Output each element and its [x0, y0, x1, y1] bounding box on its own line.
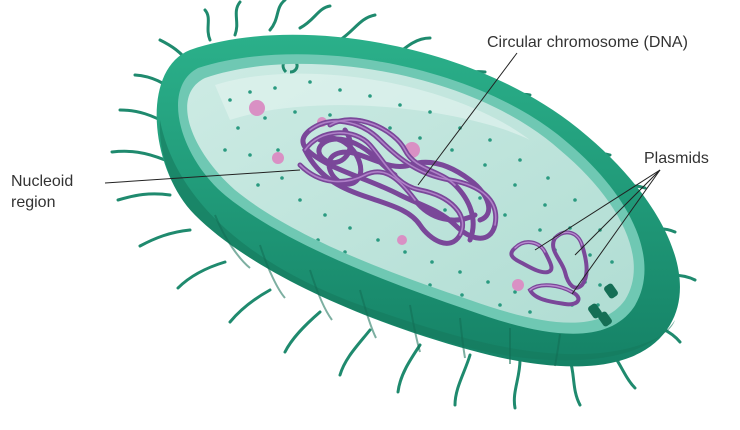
circular-chromosome-label: Circular chromosome (DNA)	[487, 33, 688, 53]
plasmids-label: Plasmids	[644, 149, 709, 169]
nucleoid-label-line1: Nucleoid	[11, 172, 73, 192]
nucleoid-label-line2: region	[11, 193, 55, 213]
